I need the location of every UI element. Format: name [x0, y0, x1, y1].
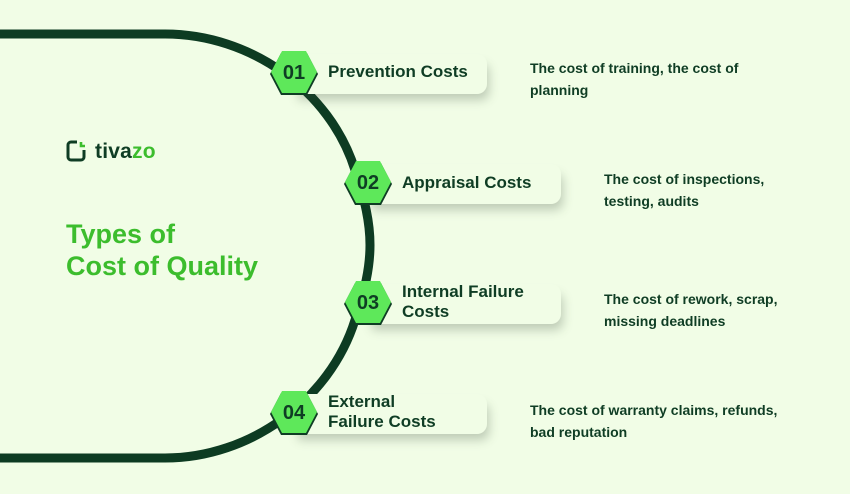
hexagon-icon	[270, 391, 318, 435]
item-card-04	[292, 394, 487, 434]
number-badge-04: 04	[268, 390, 320, 438]
hexagon-icon	[270, 51, 318, 95]
item-card-02	[366, 164, 561, 204]
item-card-03	[366, 284, 561, 324]
hexagon-icon	[344, 161, 392, 205]
item-label-03: Internal Failure Costs	[402, 282, 524, 321]
item-desc-02: The cost of inspections, testing, audits	[604, 171, 765, 209]
hexagon-icon	[344, 281, 392, 325]
item-label-02: Appraisal Costs	[402, 173, 532, 192]
tivazo-logo-icon	[66, 140, 86, 162]
item-label-04: External Failure Costs	[328, 392, 436, 431]
item-label-01: Prevention Costs	[328, 62, 468, 81]
number-badge-03: 03	[342, 280, 394, 328]
brand-name: tivazo	[95, 139, 156, 163]
item-card-01	[292, 54, 487, 94]
item-desc-04: The cost of warranty claims, refunds, ba…	[530, 402, 778, 440]
number-badge-01: 01	[268, 50, 320, 98]
number-badge-02: 02	[342, 160, 394, 208]
brand-logo: tivazo	[66, 140, 156, 162]
title-line-1: Types of	[66, 219, 176, 249]
page-title: Types of Cost of Quality	[66, 218, 258, 282]
item-desc-03: The cost of rework, scrap, missing deadl…	[604, 291, 778, 329]
item-desc-01: The cost of training, the cost of planni…	[530, 60, 739, 98]
title-line-2: Cost of Quality	[66, 251, 259, 281]
